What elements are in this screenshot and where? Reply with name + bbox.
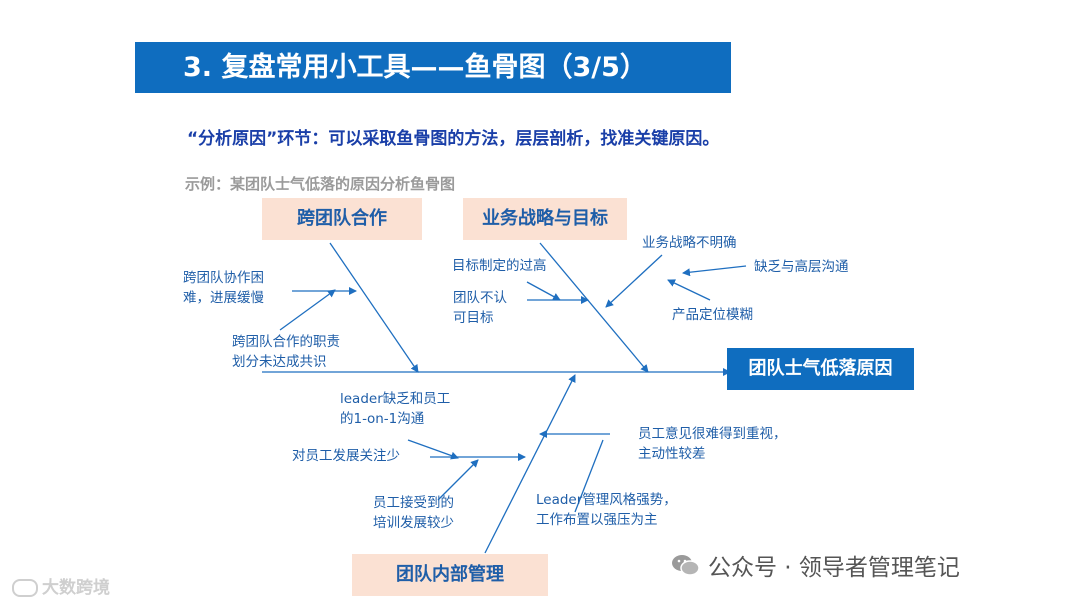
arrow-strategy-c3-sub2 xyxy=(667,279,711,301)
cause-internal-5: Leader管理风格强势， 工作布置以强压为主 xyxy=(536,490,677,530)
cause-line: 难，进展缓慢 xyxy=(183,290,264,306)
arrow-internal-c1 xyxy=(407,439,459,460)
cause-line: 员工意见很难得到重视， xyxy=(638,426,787,442)
cause-line: 的1-on-1沟通 xyxy=(340,411,425,427)
cause-internal-2: 对员工发展关注少 xyxy=(292,448,400,464)
cause-line: 员工接受到的 xyxy=(373,495,454,511)
brand-text: 大数跨境 xyxy=(42,578,110,598)
arrow-cross-team-c2 xyxy=(279,289,336,331)
cause-internal-3: 员工接受到的 培训发展较少 xyxy=(373,493,454,533)
category-cross-team: 跨团队合作 xyxy=(262,198,422,240)
category-strategy: 业务战略与目标 xyxy=(463,198,627,240)
cause-line: leader缺乏和员工 xyxy=(340,391,451,407)
arrow-internal-c5 xyxy=(574,439,604,513)
cause-line: 可目标 xyxy=(453,310,494,326)
cause-line: 培训发展较少 xyxy=(373,515,454,531)
category-internal: 团队内部管理 xyxy=(352,554,548,596)
arrow-strategy-c1 xyxy=(526,281,561,301)
bone-cross-team xyxy=(329,242,419,373)
cause-strategy-3-sub1: 缺乏与高层沟通 xyxy=(754,259,849,275)
cause-strategy-3-sub2: 产品定位模糊 xyxy=(672,307,753,323)
cause-line: 跨团队协作困 xyxy=(183,270,264,286)
cause-strategy-1: 目标制定的过高 xyxy=(452,258,547,274)
bone-strategy xyxy=(539,242,649,373)
cause-line: 跨团队合作的职责 xyxy=(232,334,340,350)
brand-watermark: 大数跨境 xyxy=(12,573,110,598)
brand-logo-icon xyxy=(12,579,38,597)
cause-line: 主动性较差 xyxy=(638,446,706,462)
cause-strategy-2: 团队不认 可目标 xyxy=(453,288,507,328)
watermark-text: 公众号 · 领导者管理笔记 xyxy=(708,555,960,581)
slide-title: 3. 复盘常用小工具——鱼骨图（3/5） xyxy=(135,42,731,93)
wechat-icon xyxy=(672,555,700,576)
bone-internal xyxy=(484,374,576,554)
cause-line: 工作布置以强压为主 xyxy=(536,512,658,528)
cause-cross-team-2: 跨团队合作的职责 划分未达成共识 xyxy=(232,332,340,372)
cause-internal-1: leader缺乏和员工 的1-on-1沟通 xyxy=(340,389,450,429)
headline-text: “分析原因”环节：可以采取鱼骨图的方法，层层剖析，找准关键原因。 xyxy=(187,129,720,149)
arrow-strategy-c3-sub1 xyxy=(682,265,747,277)
arrow-strategy-c3 xyxy=(605,254,663,308)
cause-internal-4: 员工意见很难得到重视， 主动性较差 xyxy=(638,424,787,464)
arrow-internal-c3 xyxy=(437,459,479,501)
example-caption: 示例：某团队士气低落的原因分析鱼骨图 xyxy=(185,175,456,193)
cause-strategy-3: 业务战略不明确 xyxy=(642,235,737,251)
problem-head: 团队士气低落原因 xyxy=(727,348,914,390)
cause-line: 划分未达成共识 xyxy=(232,354,327,370)
cause-line: 团队不认 xyxy=(453,290,507,306)
cause-line: Leader管理风格强势， xyxy=(536,492,677,508)
cause-cross-team-1: 跨团队协作困 难，进展缓慢 xyxy=(183,268,264,308)
